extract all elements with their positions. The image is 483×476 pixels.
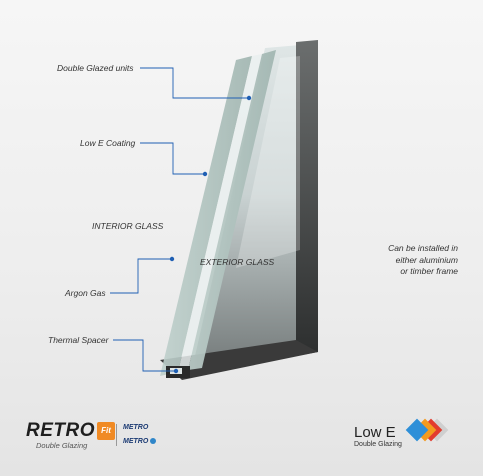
dot-low-e bbox=[202, 171, 208, 177]
lowe-subtitle: Double Glazing bbox=[354, 441, 402, 448]
argon-gap bbox=[178, 54, 262, 372]
retro-subtitle: Double Glazing bbox=[36, 441, 88, 450]
metro-bottom-wordmark: METRO bbox=[123, 438, 149, 445]
label-exterior-glass: EXTERIOR GLASS bbox=[200, 257, 275, 267]
note-line-1: Can be installed in bbox=[388, 243, 458, 253]
leader-dots bbox=[169, 95, 252, 374]
label-thermal-spacer: Thermal Spacer bbox=[48, 335, 109, 345]
dot-argon bbox=[169, 256, 175, 262]
label-argon-gas: Argon Gas bbox=[65, 288, 106, 298]
retro-wordmark: RETRO bbox=[26, 420, 95, 441]
installation-note: Can be installed in either aluminium or … bbox=[340, 243, 458, 278]
dot-double-glazed bbox=[246, 95, 252, 101]
interior-pane bbox=[160, 56, 252, 376]
lowe-square-blue bbox=[405, 418, 429, 442]
lowe-title: Low E bbox=[354, 424, 396, 441]
note-line-3: or timber frame bbox=[400, 266, 458, 276]
dot-spacer bbox=[173, 368, 179, 374]
leader-double-glazed bbox=[140, 67, 249, 99]
glass-reflection bbox=[236, 56, 300, 268]
leader-argon bbox=[110, 258, 172, 294]
lowe-logo-mark bbox=[405, 418, 449, 442]
metro-circle-icon bbox=[150, 438, 157, 445]
leader-lines bbox=[110, 67, 249, 372]
metro-top-wordmark: METRO bbox=[123, 424, 149, 431]
fit-badge: Fit bbox=[97, 422, 115, 440]
metro-logo: METRO METRO bbox=[116, 424, 157, 446]
exterior-pane-edge bbox=[188, 50, 276, 370]
note-line-2: either aluminium bbox=[395, 254, 458, 265]
label-double-glazed: Double Glazed units bbox=[57, 63, 134, 73]
exterior-pane bbox=[190, 44, 312, 378]
frame-bottom bbox=[160, 340, 318, 380]
lowe-logo: Low E Double Glazing bbox=[354, 424, 402, 448]
frame-right-edge bbox=[296, 40, 318, 356]
label-low-e-coating: Low E Coating bbox=[80, 138, 136, 148]
leader-low-e bbox=[140, 142, 205, 175]
leader-spacer bbox=[113, 339, 176, 372]
label-interior-glass: INTERIOR GLASS bbox=[92, 221, 164, 231]
